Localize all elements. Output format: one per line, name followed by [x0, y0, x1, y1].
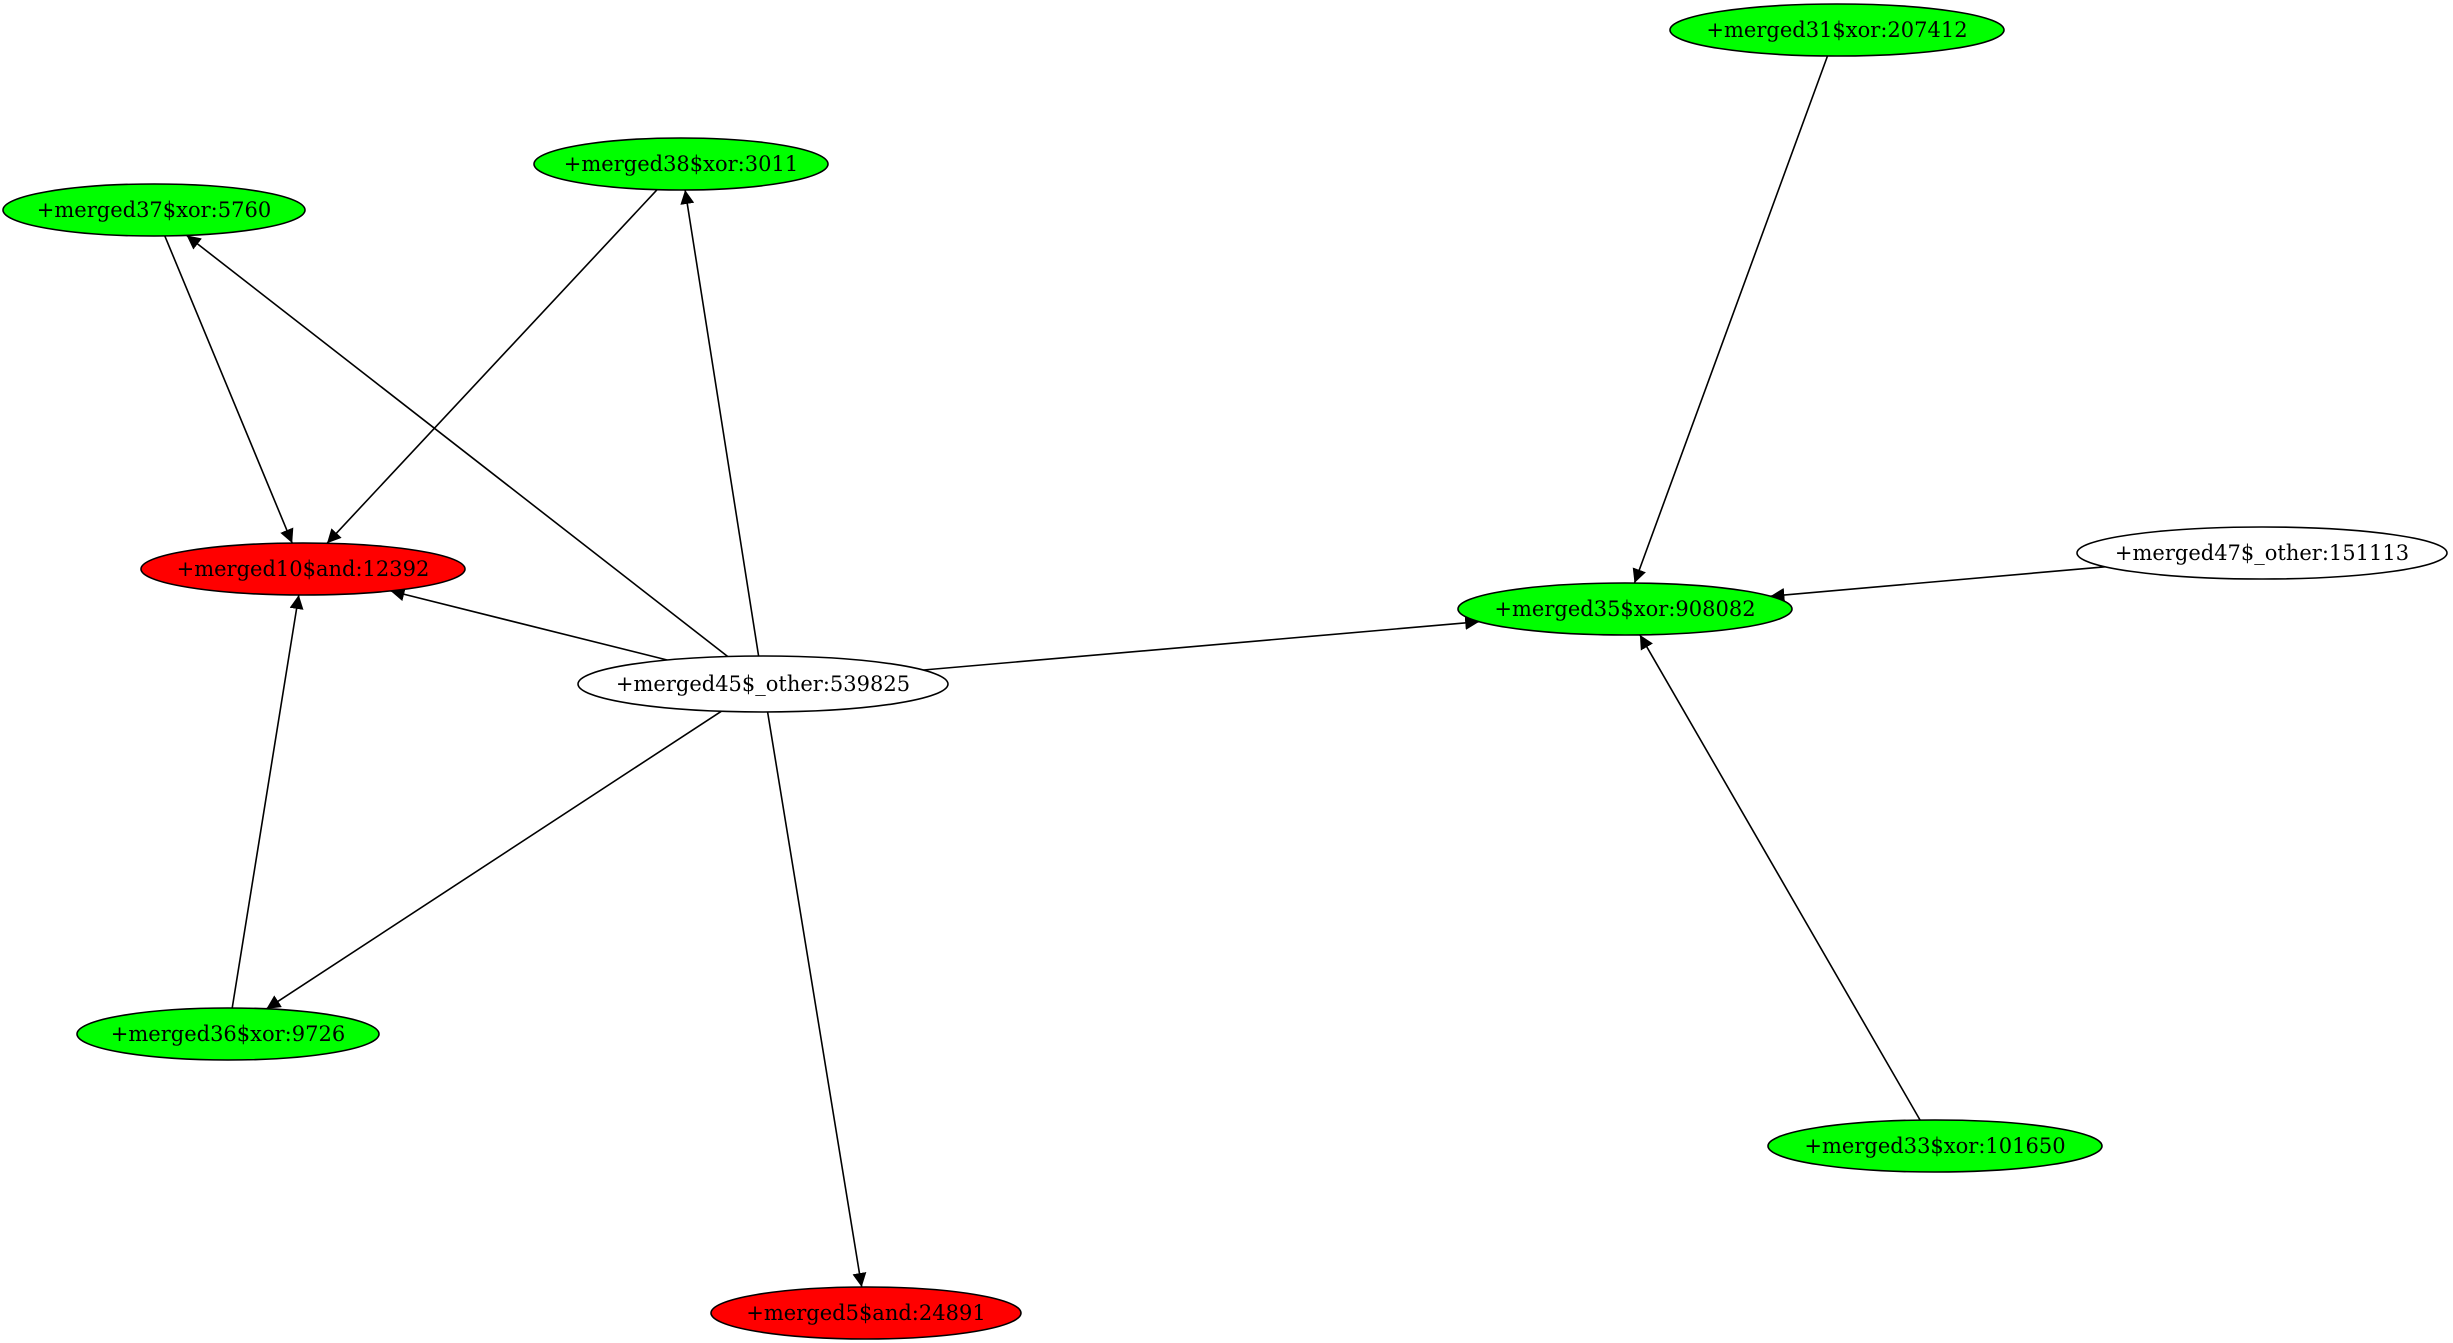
node-merged36: +merged36$xor:9726: [76, 1007, 380, 1061]
node-label-merged37: +merged37$xor:5760: [37, 198, 271, 222]
node-ellipse-merged45: [577, 655, 949, 713]
node-merged37: +merged37$xor:5760: [2, 183, 306, 237]
edge-merged45-to-merged5: [766, 711, 867, 1288]
edge-merged47-to-merged35: [1770, 566, 2106, 602]
node-label-merged45: +merged45$_other:539825: [616, 672, 910, 696]
node-merged33: +merged33$xor:101650: [1767, 1119, 2103, 1173]
node-label-merged38: +merged38$xor:3011: [564, 152, 798, 176]
node-label-merged31: +merged31$xor:207412: [1706, 18, 1967, 42]
edge-merged38-to-merged10: [326, 189, 658, 544]
edge-merged45-to-merged37: [186, 234, 729, 658]
edge-merged45-to-merged10: [390, 587, 668, 661]
node-ellipse-merged38: [533, 137, 829, 191]
node-ellipse-merged31: [1669, 3, 2005, 57]
edges-layer: [164, 55, 2106, 1288]
node-label-merged10: +merged10$and:12392: [177, 557, 430, 581]
edge-merged36-to-merged10: [231, 594, 304, 1009]
node-ellipse-merged47: [2076, 526, 2448, 580]
node-ellipse-merged10: [140, 542, 466, 596]
edge-merged45-to-merged35: [923, 615, 1480, 671]
edge-merged37-to-merged10: [164, 235, 294, 544]
edge-merged33-to-merged35: [1639, 634, 1921, 1121]
node-merged5: +merged5$and:24891: [710, 1286, 1022, 1340]
node-label-merged47: +merged47$_other:151113: [2115, 541, 2409, 565]
node-label-merged33: +merged33$xor:101650: [1804, 1134, 2065, 1158]
node-label-merged5: +merged5$and:24891: [746, 1301, 985, 1325]
node-ellipse-merged35: [1457, 582, 1793, 636]
edge-merged31-to-merged35: [1632, 55, 1829, 584]
node-ellipse-merged33: [1767, 1119, 2103, 1173]
node-ellipse-merged36: [76, 1007, 380, 1061]
edge-merged45-to-merged38: [680, 189, 760, 657]
node-merged45: +merged45$_other:539825: [577, 655, 949, 713]
node-ellipse-merged5: [710, 1286, 1022, 1340]
node-label-merged35: +merged35$xor:908082: [1494, 597, 1755, 621]
node-merged38: +merged38$xor:3011: [533, 137, 829, 191]
node-ellipse-merged37: [2, 183, 306, 237]
node-merged47: +merged47$_other:151113: [2076, 526, 2448, 580]
node-merged35: +merged35$xor:908082: [1457, 582, 1793, 636]
nodes-layer: +merged31$xor:207412 +merged38$xor:3011 +m…: [2, 3, 2448, 1340]
node-label-merged36: +merged36$xor:9726: [111, 1022, 345, 1046]
node-merged10: +merged10$and:12392: [140, 542, 466, 596]
edge-merged45-to-merged36: [265, 710, 722, 1010]
node-merged31: +merged31$xor:207412: [1669, 3, 2005, 57]
